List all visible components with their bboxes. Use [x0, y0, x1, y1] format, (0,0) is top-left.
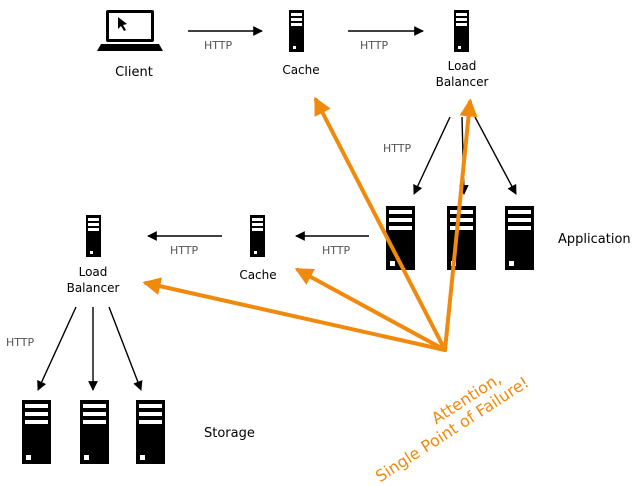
application-group-label: Application — [558, 232, 631, 247]
arrow-lb-to-app-3 — [474, 116, 517, 195]
load-balancer-label: Load Balancer — [426, 58, 498, 90]
storage-server-icon — [80, 400, 109, 464]
http-label: HTTP — [204, 39, 233, 52]
http-label: HTTP — [6, 336, 35, 349]
arrow-lb-to-app-1 — [413, 116, 451, 195]
cache-server-icon — [250, 215, 265, 257]
cache-label: Cache — [282, 63, 320, 77]
load-balancer-server-icon — [86, 215, 101, 257]
application-server-icon — [505, 206, 534, 270]
arrow-lb-to-storage-1 — [37, 306, 77, 391]
storage-server-icon — [22, 400, 51, 464]
client-label: Client — [115, 65, 153, 80]
load-balancer-label: Load Balancer — [57, 264, 129, 296]
warning-arrow-to-load-balancer-top — [443, 98, 478, 352]
storage-group-label: Storage — [204, 426, 255, 441]
load-balancer-label-line1: Load — [78, 265, 108, 279]
storage-server-icon — [136, 400, 165, 464]
load-balancer-label-line2: Balancer — [435, 75, 489, 90]
laptop-icon — [97, 10, 163, 51]
architecture-diagram: Client Cache Load Balancer Cache Load Ba… — [6, 10, 631, 486]
warning-arrow-to-cache-top — [314, 96, 447, 352]
warning-arrow-to-cache-mid — [294, 268, 447, 352]
cache-server-icon — [289, 10, 304, 52]
load-balancer-server-icon — [454, 10, 469, 52]
warning-arrow-to-load-balancer-left — [142, 277, 447, 352]
http-label: HTTP — [383, 142, 412, 155]
diagram-canvas — [22, 10, 534, 464]
cache-label: Cache — [239, 268, 277, 282]
application-server-icon — [447, 206, 476, 270]
http-label: HTTP — [170, 244, 199, 257]
load-balancer-label-line2: Balancer — [66, 281, 120, 296]
load-balancer-label-line1: Load — [447, 59, 477, 73]
arrow-lb-to-storage-3 — [108, 306, 143, 391]
http-label: HTTP — [360, 39, 389, 52]
http-label: HTTP — [322, 244, 351, 257]
